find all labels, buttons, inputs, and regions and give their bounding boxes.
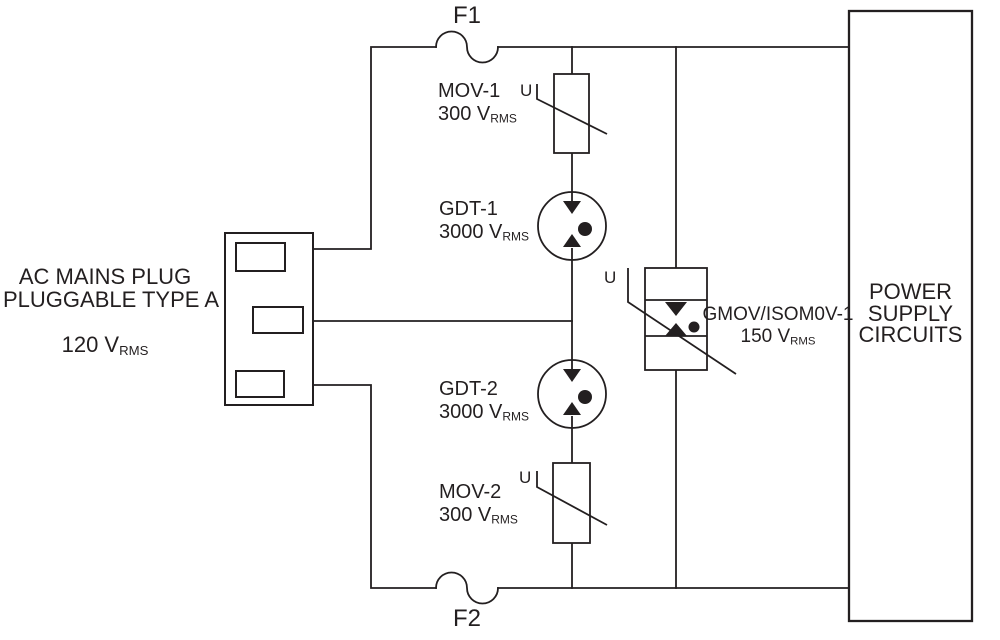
fuse-f2-label: F2 bbox=[452, 605, 481, 632]
gdt2-label: GDT-2 3000 VRMS bbox=[439, 378, 529, 429]
gmov-rating: 150 VRMS bbox=[700, 326, 856, 353]
ac-mains-voltage: 120 VRMS bbox=[3, 333, 207, 362]
gdt2-symbol bbox=[537, 359, 607, 429]
mov1-symbol bbox=[536, 73, 608, 154]
plug-pin-top bbox=[235, 242, 286, 272]
mov2-symbol bbox=[536, 462, 608, 544]
gdt1-rating-subscript: RMS bbox=[502, 229, 530, 244]
mov1-label: MOV-1 300 VRMS bbox=[438, 80, 517, 131]
plug-pin-middle bbox=[252, 306, 304, 334]
gmov-name: GMOV/ISOM0V-1 bbox=[702, 304, 854, 325]
mov2-rating-subscript: RMS bbox=[491, 512, 518, 527]
mov1-rating: 300 VRMS bbox=[438, 103, 517, 131]
wire-line2-bottom bbox=[283, 384, 437, 589]
gdt2-rating-value: 3000 V bbox=[439, 401, 503, 423]
mov2-name: MOV-2 bbox=[439, 481, 502, 503]
fuse-f1-label: F1 bbox=[452, 2, 481, 29]
fuse-f2-symbol bbox=[435, 571, 499, 605]
mov2-u-label: U bbox=[519, 468, 532, 487]
wire-line1-top bbox=[284, 46, 437, 250]
gdt2-rating: 3000 VRMS bbox=[439, 401, 529, 429]
mov2-label: MOV-2 300 VRMS bbox=[439, 481, 518, 532]
gmov-u-label: U bbox=[604, 268, 617, 287]
gdt2-rating-subscript: RMS bbox=[502, 409, 530, 424]
gmov-symbol bbox=[627, 267, 737, 375]
power-supply-label: POWER SUPPLY CIRCUITS bbox=[849, 281, 972, 346]
gdt1-label: GDT-1 3000 VRMS bbox=[439, 198, 529, 249]
power-supply-line3: CIRCUITS bbox=[858, 322, 963, 347]
gdt1-symbol bbox=[537, 191, 607, 261]
ac-mains-voltage-subscript: RMS bbox=[119, 342, 149, 358]
plug-pin-bottom bbox=[235, 370, 285, 398]
fuse-f1-symbol bbox=[435, 30, 499, 64]
mov2-rating: 300 VRMS bbox=[439, 504, 518, 532]
mov1-u-label: U bbox=[520, 81, 533, 100]
gdt1-name: GDT-1 bbox=[439, 198, 498, 220]
power-supply-line1: POWER bbox=[868, 279, 953, 304]
power-supply-line2: SUPPLY bbox=[867, 300, 954, 326]
power-supply-box bbox=[847, 9, 974, 623]
gdt2-name: GDT-2 bbox=[439, 378, 498, 400]
gmov-rating-subscript: RMS bbox=[790, 335, 816, 348]
mov1-name: MOV-1 bbox=[438, 80, 501, 102]
gmov-rating-value: 150 V bbox=[740, 326, 791, 347]
mov1-rating-value: 300 V bbox=[438, 103, 491, 125]
mov2-rating-value: 300 V bbox=[439, 504, 492, 526]
gmov-label: GMOV/ISOM0V-1 150 VRMS bbox=[700, 304, 856, 353]
ac-mains-line1: AC MAINS PLUG bbox=[18, 264, 192, 289]
gdt1-rating-value: 3000 V bbox=[439, 221, 503, 243]
ac-mains-line2: PLUGGABLE TYPE A bbox=[3, 287, 220, 312]
ac-plug-symbol bbox=[224, 232, 314, 406]
gdt1-rating: 3000 VRMS bbox=[439, 221, 529, 249]
ac-mains-voltage-value: 120 V bbox=[61, 332, 120, 357]
ac-mains-label: AC MAINS PLUG PLUGGABLE TYPE A 120 VRMS bbox=[3, 264, 220, 362]
mov1-rating-subscript: RMS bbox=[490, 111, 517, 126]
